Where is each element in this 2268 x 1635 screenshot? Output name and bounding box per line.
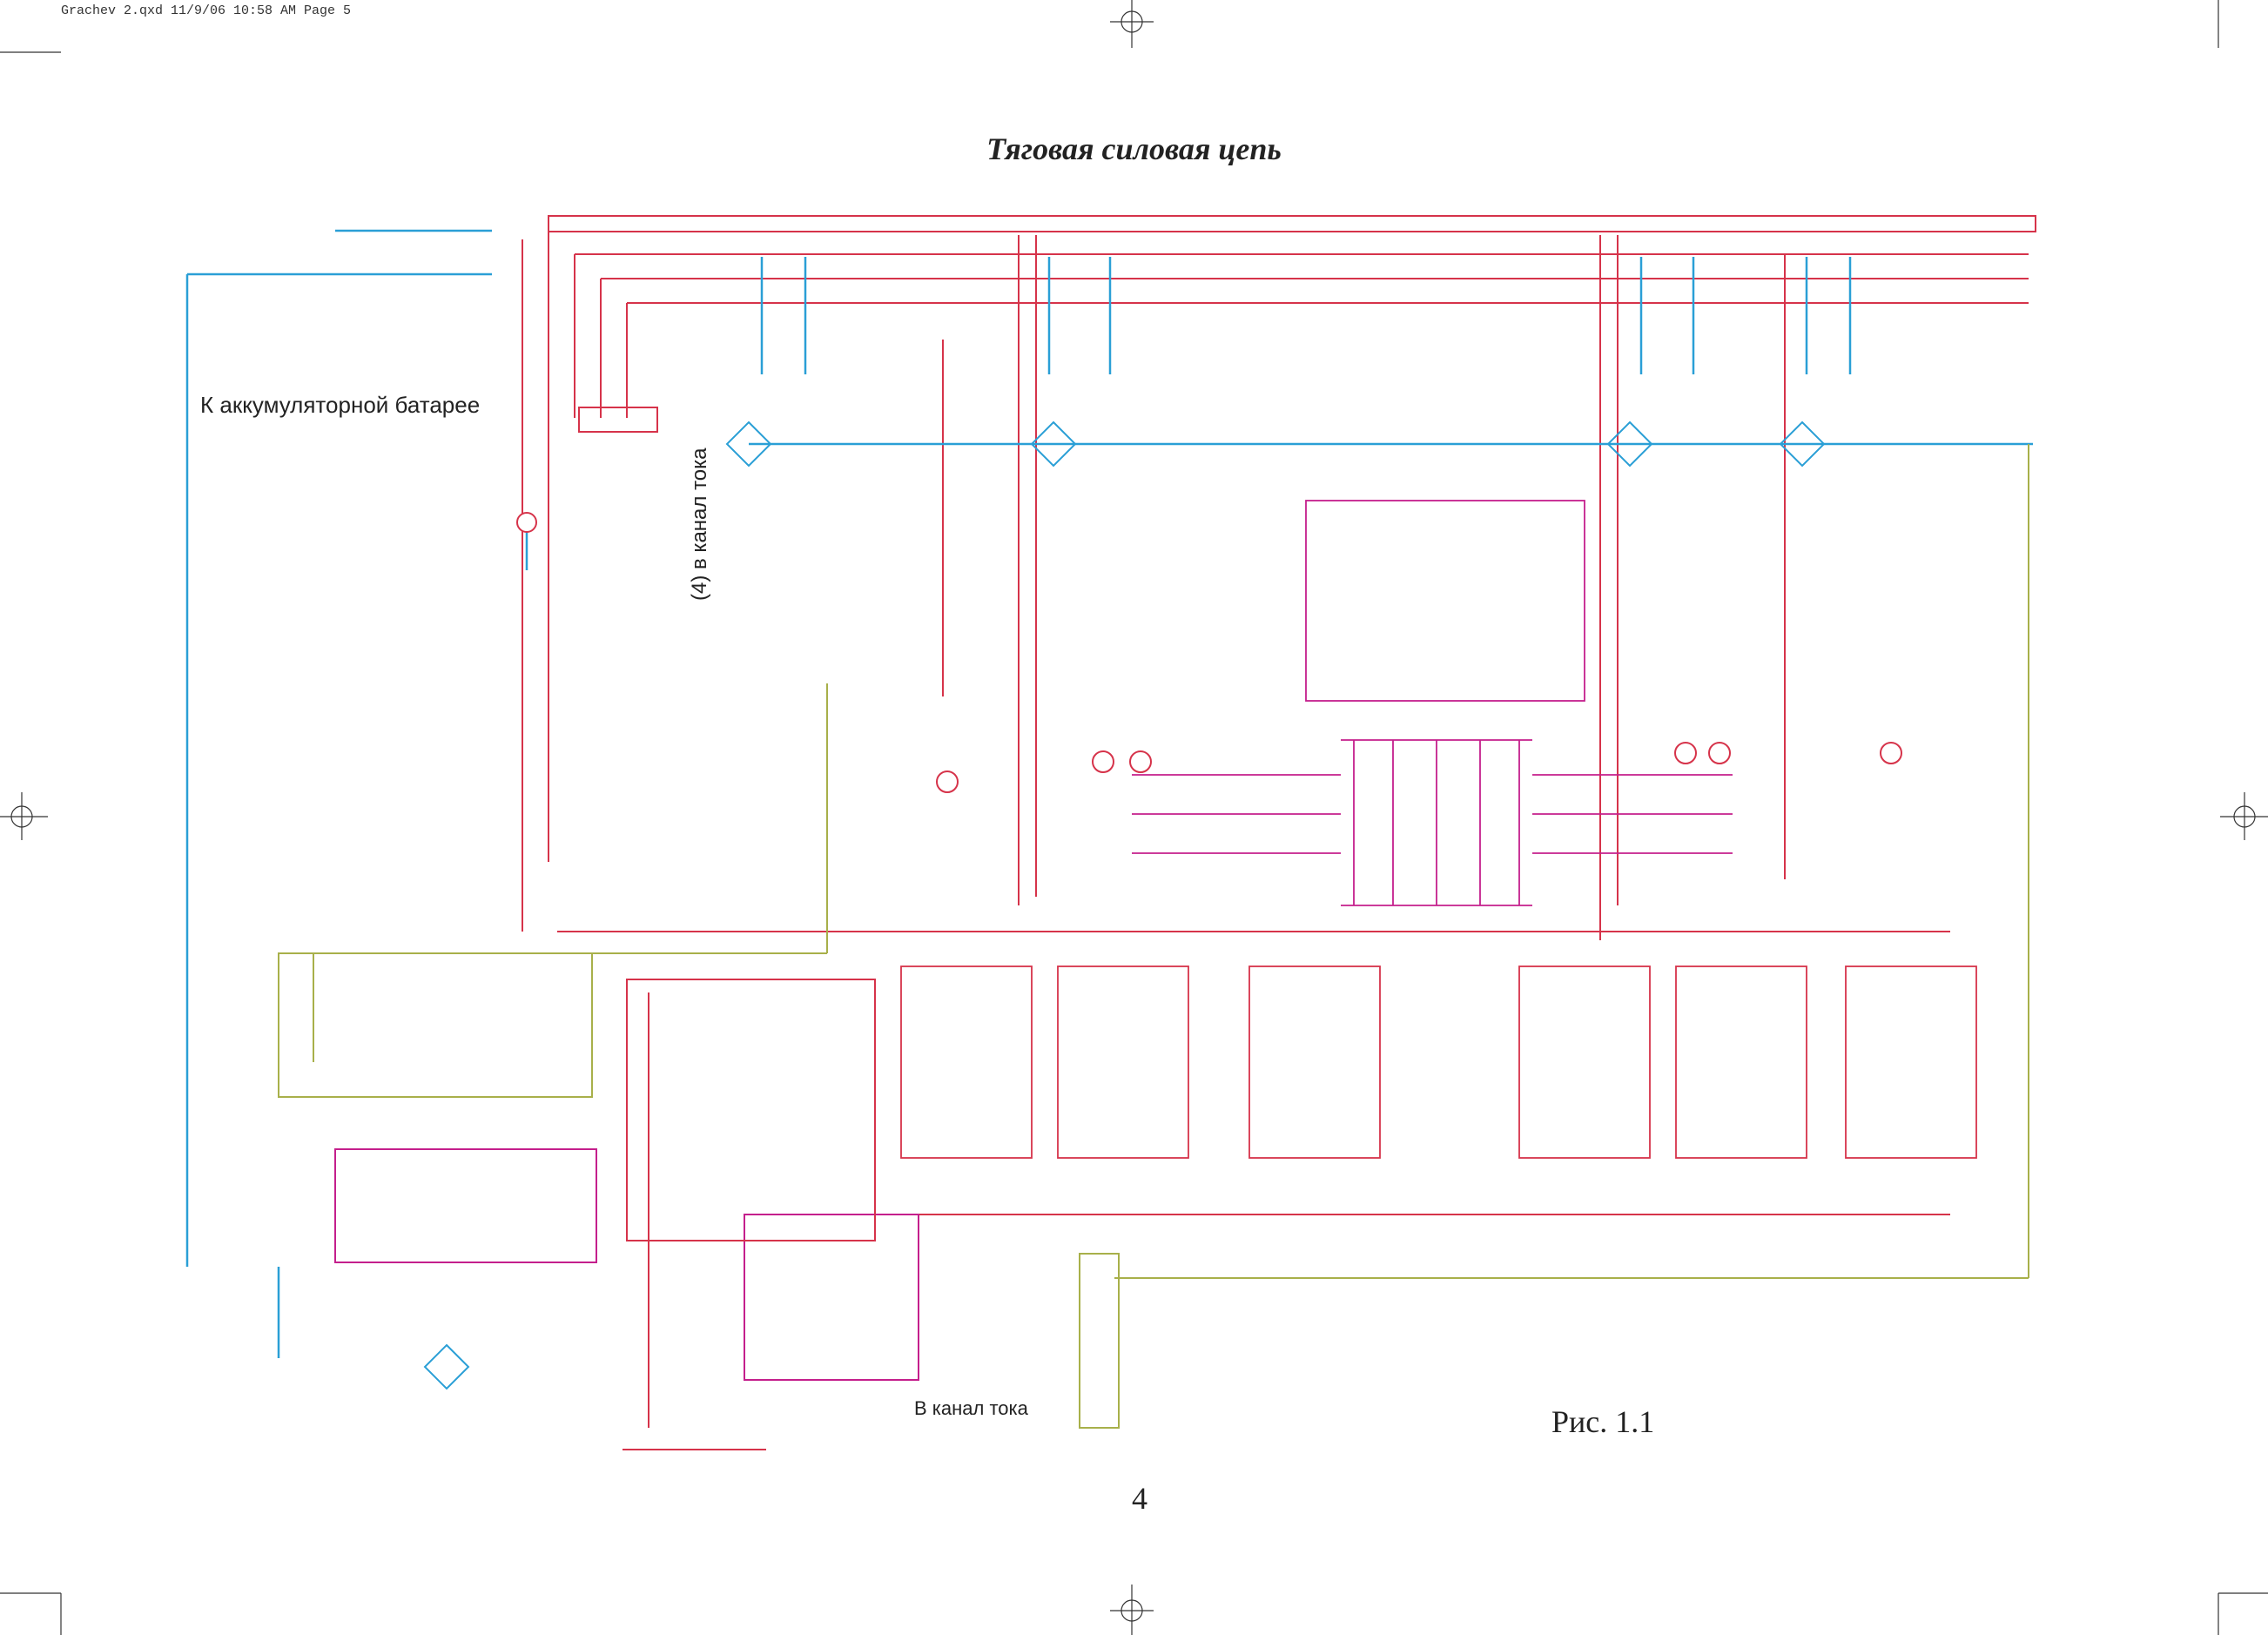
top-power-bus [522,215,2036,1215]
control-red [623,979,876,1450]
transformer-cores [185,229,2033,1358]
rectifier-bridges [423,421,1826,1390]
control-left [278,444,2029,1429]
page-number: 4 [1132,1481,1147,1516]
bds-block [1132,500,1733,906]
channel-note-bottom: В канал тока [914,1397,1028,1419]
field-shunt-boxes [900,966,1977,1159]
diagram-title: Тяговая силовая цепь [986,131,1282,166]
battery-note: К аккумуляторной батарее [200,392,481,418]
motor-circles [516,512,1902,793]
control-magenta [334,1148,919,1381]
print-slug: Grachev 2.qxd 11/9/06 10:58 AM Page 5 [61,3,352,18]
figure-caption: Рис. 1.1 [1551,1404,1655,1439]
